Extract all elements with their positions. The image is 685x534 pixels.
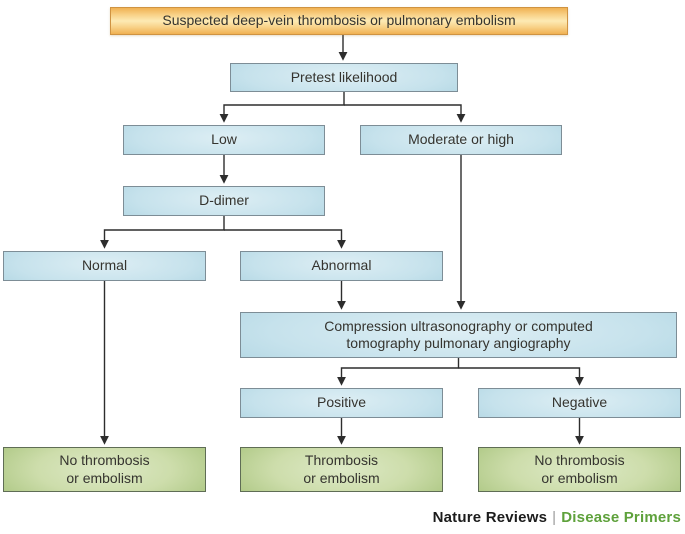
node-suspected-dvt-pe: Suspected deep-vein thrombosis or pulmon… <box>110 7 568 35</box>
node-label: Positive <box>316 394 367 411</box>
node-label: Pretest likelihood <box>290 68 398 85</box>
node-outcome-no-thrombosis-right: No thrombosis or embolism <box>478 447 681 492</box>
node-label: No thrombosis or embolism <box>534 452 625 486</box>
edge-pretest-low <box>219 92 345 123</box>
edge-pretest-moderate <box>344 104 466 123</box>
node-label: Low <box>211 131 237 148</box>
node-label: Compression ultrasonography or computed … <box>324 317 593 351</box>
node-label: Moderate or high <box>408 131 514 148</box>
edge-imaging-positive <box>337 358 460 386</box>
node-negative: Negative <box>478 388 681 418</box>
node-label: Negative <box>551 394 608 411</box>
node-outcome-no-thrombosis-left: No thrombosis or embolism <box>3 447 206 492</box>
node-label: D-dimer <box>199 192 249 209</box>
edge-imaging-negative <box>458 367 584 386</box>
node-abnormal: Abnormal <box>240 251 443 281</box>
node-d-dimer: D-dimer <box>123 186 325 216</box>
node-moderate-or-high: Moderate or high <box>360 125 562 155</box>
node-normal: Normal <box>3 251 206 281</box>
node-pretest-likelihood: Pretest likelihood <box>230 63 458 92</box>
node-positive: Positive <box>240 388 443 418</box>
node-outcome-thrombosis: Thrombosis or embolism <box>240 447 443 492</box>
node-label: Abnormal <box>311 257 372 274</box>
node-imaging: Compression ultrasonography or computed … <box>240 312 677 358</box>
journal-series: Disease Primers <box>561 509 681 526</box>
node-label: Normal <box>81 257 128 274</box>
node-label: Suspected deep-vein thrombosis or pulmon… <box>162 12 516 29</box>
edge-ddimer-normal <box>100 216 225 249</box>
node-low: Low <box>123 125 325 155</box>
journal-separator: | <box>552 509 557 526</box>
journal-name: Nature Reviews <box>432 509 548 526</box>
edge-ddimer-abnormal <box>224 229 346 249</box>
journal-credit: Nature Reviews|Disease Primers <box>433 509 681 526</box>
node-label: Thrombosis or embolism <box>303 452 380 486</box>
node-label: No thrombosis or embolism <box>59 452 150 486</box>
